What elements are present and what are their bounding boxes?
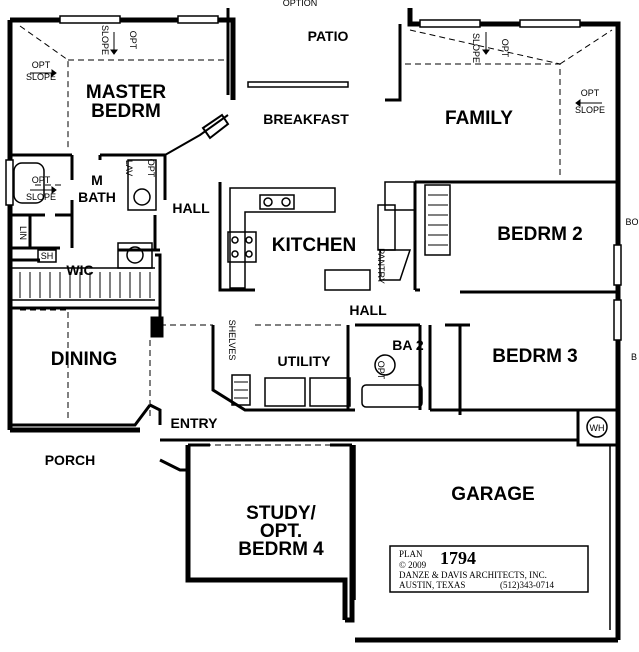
hatching: [19, 194, 448, 399]
note-wh: WH: [590, 423, 605, 433]
label-kitchen: KITCHEN: [272, 235, 356, 256]
fixtures: [12, 159, 611, 630]
interior-walls: [10, 24, 618, 447]
title-block: PLAN 1794 © 2009 DANZE & DAVIS ARCHITECT…: [389, 545, 589, 593]
note-opt-2: OPT: [128, 31, 138, 50]
label-master-1: MASTER: [86, 82, 167, 103]
note-opt-1: OPT: [32, 60, 51, 70]
title-plan-number: 1794: [440, 548, 476, 568]
label-master-2: BEDRM: [91, 101, 161, 122]
slope-arrows: [30, 32, 602, 194]
note-bo: BO: [625, 217, 638, 227]
note-slope-5: SLOPE: [26, 192, 56, 202]
rotated-notes: OPT SLOPE OPT SLOPE OPT LAV OPT: [100, 25, 510, 380]
note-lin: LIN: [18, 226, 28, 240]
label-patio: PATIO: [308, 28, 349, 44]
label-bedrm3: BEDRM 3: [492, 346, 578, 367]
title-firm: DANZE & DAVIS ARCHITECTS, INC.: [399, 570, 547, 580]
label-m-bath-1: M: [91, 172, 103, 188]
label-hall-lower: HALL: [349, 302, 387, 318]
label-hall-upper: HALL: [172, 200, 210, 216]
note-opt-5: OPT: [32, 175, 51, 185]
label-study-3: BEDRM 4: [238, 539, 324, 560]
note-slope-2: SLOPE: [100, 25, 110, 55]
dashed-lines: [19, 25, 613, 446]
label-family: FAMILY: [445, 108, 513, 129]
room-labels: OPTION PATIO MASTER BEDRM BREAKFAST FAMI…: [45, 0, 583, 560]
title-block-border: [389, 545, 589, 593]
note-sh: SH: [41, 251, 54, 261]
title-plan-label: PLAN: [399, 549, 423, 559]
label-bedrm2: BEDRM 2: [497, 224, 583, 245]
label-porch: PORCH: [45, 452, 96, 468]
label-garage: GARAGE: [451, 484, 534, 505]
label-option: OPTION: [283, 0, 318, 8]
title-copyright: © 2009: [399, 560, 427, 570]
title-city: AUSTIN, TEXAS: [399, 580, 465, 590]
note-opt-6: OPT: [146, 159, 156, 178]
notes: OPT SLOPE OPT SLOPE OPT SLOPE LIN SH PAN…: [18, 60, 639, 433]
label-m-bath-2: BATH: [78, 189, 116, 205]
note-lav: LAV: [124, 160, 134, 176]
note-opt-4: OPT: [581, 88, 600, 98]
note-slope-1: SLOPE: [26, 72, 56, 82]
note-shelves: SHELVES: [227, 320, 237, 361]
note-opt-3: OPT: [500, 39, 510, 58]
label-breakfast: BREAKFAST: [263, 111, 349, 127]
label-entry: ENTRY: [171, 415, 219, 431]
label-ba2: BA 2: [392, 337, 424, 353]
label-utility: UTILITY: [278, 353, 332, 369]
windows: [5, 15, 622, 341]
note-opt-7: OPT: [376, 361, 386, 380]
note-slope-3: SLOPE: [471, 33, 481, 63]
note-pantry: PANTRY: [376, 248, 386, 284]
note-slope-4: SLOPE: [575, 105, 605, 115]
label-wic: WIC: [66, 262, 93, 278]
label-dining: DINING: [51, 349, 118, 370]
note-b: B: [631, 352, 637, 362]
title-phone: (512)343-0714: [500, 580, 554, 590]
label-study-2: OPT.: [260, 521, 302, 542]
label-study-1: STUDY/: [246, 503, 316, 524]
